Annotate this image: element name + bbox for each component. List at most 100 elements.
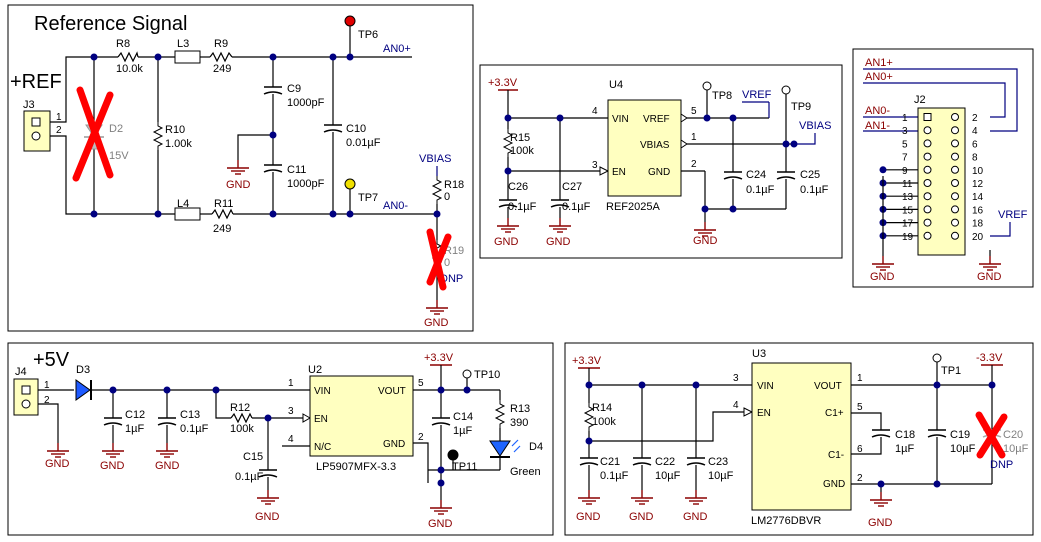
gnd-label: GND	[683, 511, 708, 523]
d4-label: D4	[529, 441, 543, 453]
junction-dot	[879, 166, 887, 174]
j2-pin-left	[923, 126, 932, 135]
pin-name: C1+	[825, 408, 844, 419]
pin-name: GND	[823, 479, 845, 490]
r19-value: 0	[444, 257, 450, 269]
tp7-label: TP7	[358, 192, 378, 204]
u2-part-number: LP5907MFX-3.3	[316, 461, 396, 473]
c12-capacitor	[103, 417, 123, 426]
pin-num: 2	[972, 113, 978, 124]
section-border	[7, 342, 554, 536]
pin-num: 3	[288, 406, 294, 417]
c21-value: 0.1µF	[600, 470, 629, 482]
c25-value: 0.1µF	[800, 184, 829, 196]
c14-capacitor	[431, 417, 451, 426]
pin-num: 2	[44, 395, 50, 406]
ground-symbol	[630, 489, 654, 505]
c23-capacitor	[686, 457, 706, 466]
ground-symbol	[101, 442, 125, 458]
junction-dots	[90, 53, 441, 218]
u4-part-number: REF2025A	[606, 201, 660, 213]
j2-pin-left	[923, 152, 932, 161]
r19-dnp-label: DNP	[440, 273, 463, 285]
l3-inductor	[174, 50, 201, 64]
pin-num: 19	[902, 232, 914, 243]
vref-net-label: VREF	[998, 209, 1028, 221]
r19-dnp-cross	[426, 228, 452, 291]
l3-label: L3	[177, 38, 189, 50]
j2-pin-right	[951, 231, 959, 240]
r8-label: R8	[116, 38, 130, 50]
j4-connector	[13, 378, 39, 416]
gnd-label: GND	[868, 517, 893, 529]
c24-label: C24	[746, 169, 766, 181]
gnd-label: GND	[424, 317, 449, 329]
c11-value: 1000pF	[287, 178, 325, 190]
gnd-label: GND	[629, 511, 654, 523]
tp11-label: TP11	[452, 461, 477, 473]
d2-dnp-cross	[72, 86, 114, 182]
c11-capacitor	[263, 164, 283, 173]
j2-pin-right	[951, 113, 959, 121]
vbias-net-label: VBIAS	[419, 153, 451, 165]
pin-name: EN	[757, 408, 771, 419]
gnd-label: GND	[45, 458, 70, 470]
pin-num: 16	[972, 205, 984, 216]
pin-name: GND	[383, 439, 405, 450]
vref-net-label: VREF	[742, 89, 772, 101]
pin-num: 4	[972, 126, 978, 137]
pin-name: VBIAS	[640, 140, 670, 151]
c15-label: C15	[243, 451, 263, 463]
j3-connector	[23, 110, 51, 152]
j2-pin-right	[951, 165, 959, 174]
tp6-testpoint	[344, 15, 356, 27]
r10-resistor	[153, 121, 163, 151]
c10-value: 0.01µF	[346, 137, 381, 149]
r11-value: 249	[213, 223, 231, 235]
ground-symbol	[548, 217, 572, 233]
r14-value: 100k	[592, 416, 616, 428]
pin-num: 2	[418, 432, 424, 443]
gnd-label: GND	[576, 511, 601, 523]
gnd-label: GND	[494, 236, 519, 248]
c23-label: C23	[708, 456, 728, 468]
r9-value: 249	[213, 63, 231, 75]
ref-label: +REF	[10, 71, 62, 93]
pin-name: N/C	[314, 442, 331, 453]
pin-num: 4	[592, 106, 598, 117]
ground-symbol	[684, 489, 708, 505]
r9-resistor	[209, 51, 233, 63]
u2-ic	[309, 375, 414, 457]
pin-num: 2	[56, 125, 62, 136]
c14-label: C14	[453, 411, 473, 423]
an1m-net-label: AN1-	[865, 120, 890, 132]
ground-symbol	[429, 499, 453, 515]
tp8-testpoint	[702, 81, 712, 91]
pin-num: 10	[972, 166, 984, 177]
c10-label: C10	[346, 123, 366, 135]
an0m-net-label: AN0-	[383, 200, 408, 212]
d3-label: D3	[76, 364, 90, 376]
vbias-net-label: VBIAS	[799, 120, 831, 132]
section-border	[7, 4, 474, 332]
r15-label: R15	[510, 132, 530, 144]
j4-label: J4	[15, 366, 27, 378]
r11-label: R11	[214, 198, 233, 210]
pin-num: 3	[902, 126, 908, 137]
ground-symbol	[978, 255, 1002, 271]
c11-label: C11	[287, 164, 306, 176]
c21-label: C21	[600, 456, 620, 468]
r10-value: 1.00k	[165, 138, 192, 150]
pin-name: EN	[314, 414, 328, 425]
ground-symbol	[256, 489, 280, 505]
r18-resistor	[432, 175, 442, 205]
pin-num: 15	[902, 205, 914, 216]
j2-pin-left	[923, 165, 932, 174]
reference-signal-section: Reference Signal +REF J3 1 2 R8 10.0k L3…	[7, 4, 474, 332]
pin-num: 13	[902, 192, 914, 203]
c14-value: 1µF	[453, 425, 472, 437]
vref-section: +3.3V R15 100k C26 0.1µF GND C27 0.1µF G…	[479, 64, 843, 259]
r12-value: 100k	[230, 423, 254, 435]
junction-dots	[109, 386, 471, 487]
pin-num: 12	[972, 179, 984, 190]
